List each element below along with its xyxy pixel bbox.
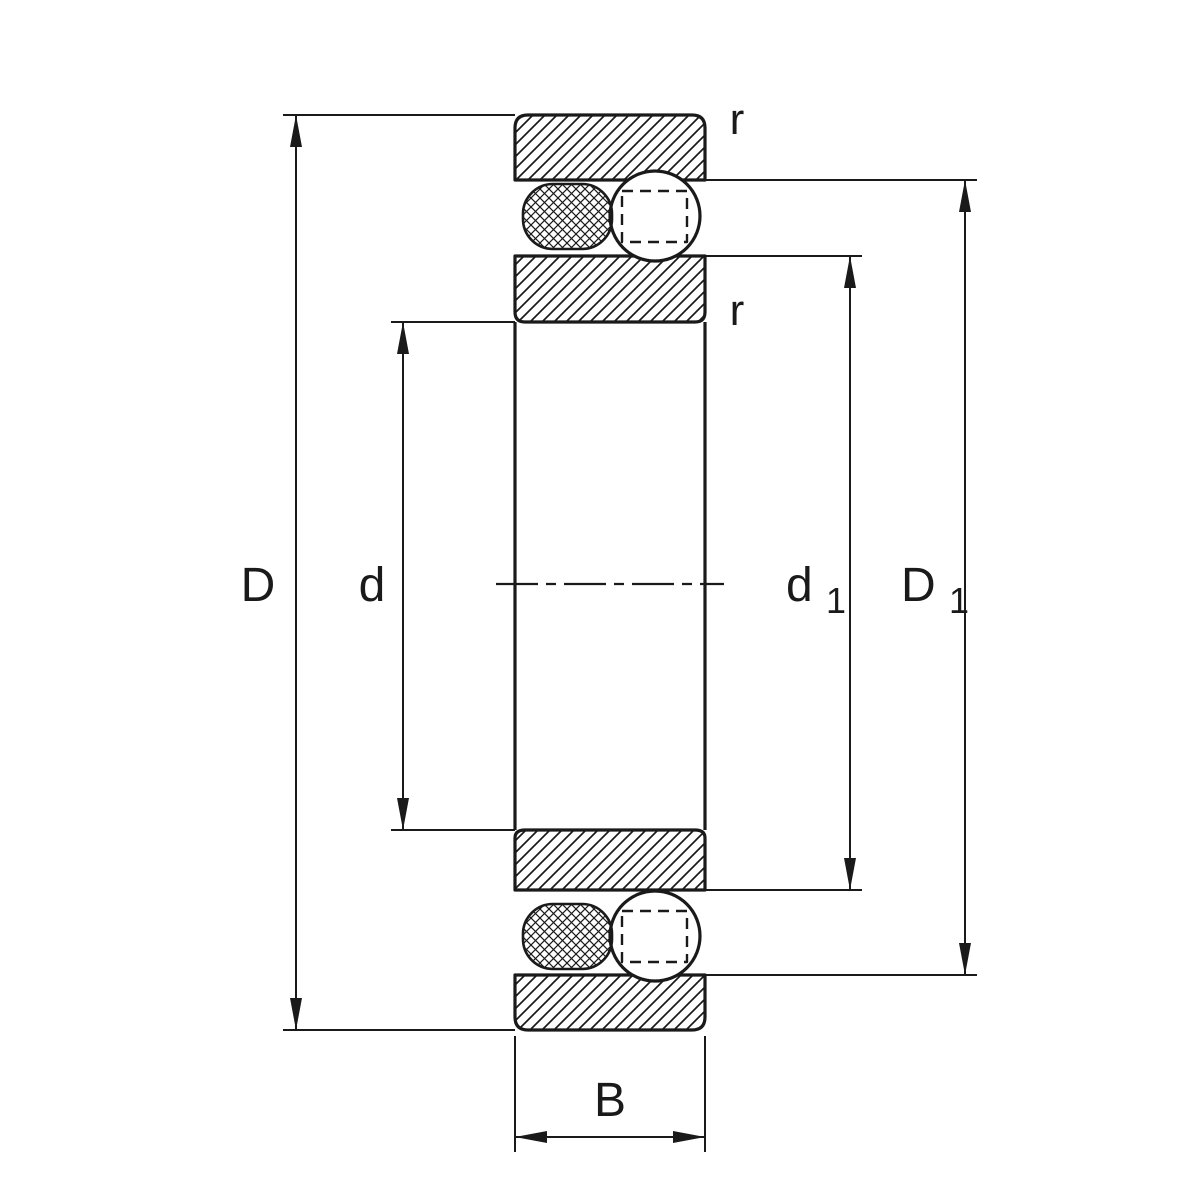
outer-ring-top [513,113,707,182]
inner-ring-top [513,254,707,324]
bearing-section [513,113,707,1032]
dimension-labels: D d d 1 D 1 B r r [241,95,969,1127]
arrow-B-left [515,1131,547,1143]
label-D1-base: D [901,559,936,612]
ball-top-left-sectioned [521,182,614,251]
label-bore-diameter: d [359,559,386,612]
arrow-D-down [290,998,302,1030]
label-outer-diameter: D [241,559,276,612]
arrow-d-up [397,322,409,354]
label-outer-shoulder-diameter: D 1 [901,559,969,621]
arrow-d1-up [844,256,856,288]
label-d1-subscript: 1 [826,580,846,621]
arrowheads [290,115,971,1143]
arrow-d1-down [844,858,856,890]
arrow-D-up [290,115,302,147]
dimension-lines [295,115,966,1138]
cage-pocket-bottom-hidden [620,909,689,964]
ball-bottom-left-sectioned [521,902,614,971]
label-chamfer-radius-bottom: r [730,286,745,335]
label-d1-base: d [786,559,813,612]
label-inner-shoulder-diameter: d 1 [786,559,846,621]
label-D1-subscript: 1 [949,580,969,621]
arrow-d-down [397,798,409,830]
arrow-D1-down [959,943,971,975]
inner-ring-bottom [513,828,707,892]
outer-ring-bottom [513,973,707,1032]
arrow-B-right [673,1131,705,1143]
arrow-D1-up [959,180,971,212]
label-chamfer-radius-top: r [730,95,745,144]
label-width: B [594,1074,626,1127]
cage-pocket-top-hidden [620,189,689,244]
extension-lines [283,114,977,1152]
